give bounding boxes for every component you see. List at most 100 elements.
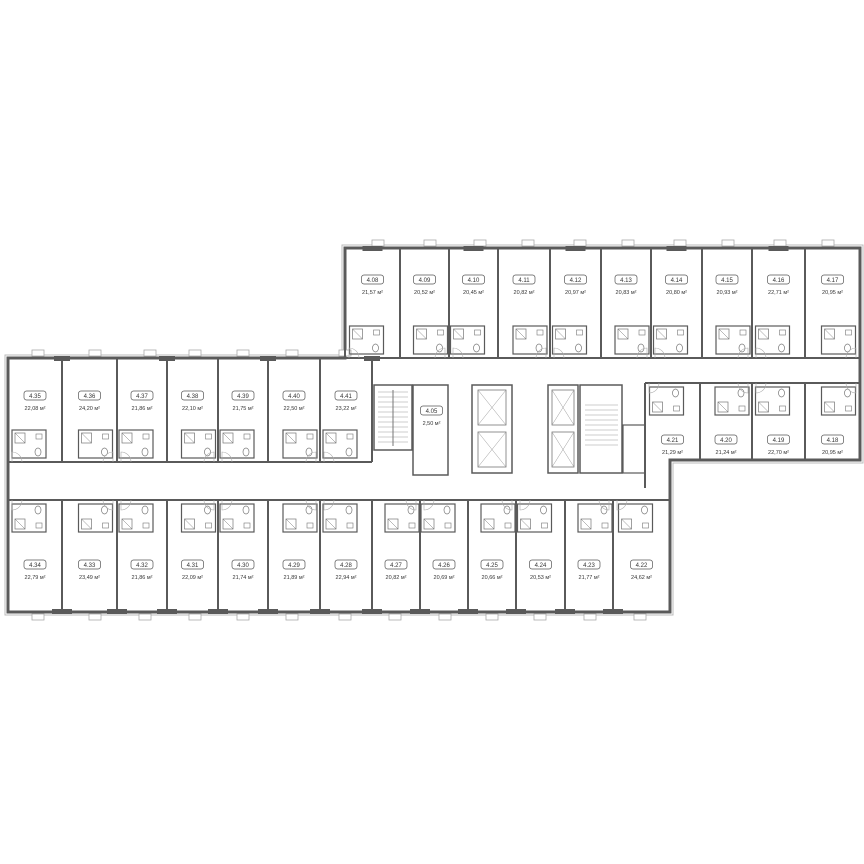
toilet: [443, 505, 451, 515]
room-number: 4.19: [773, 438, 785, 444]
room-4-05: 4.052,50 м²: [420, 405, 443, 427]
shower: [81, 518, 92, 530]
window: [188, 349, 202, 357]
room-area: 20,80 м²: [666, 290, 687, 296]
sink: [437, 329, 444, 336]
door: [120, 499, 132, 511]
door: [535, 347, 547, 359]
sink: [738, 405, 746, 412]
sink: [601, 522, 609, 529]
sink: [243, 522, 251, 529]
toilet: [575, 343, 582, 353]
room-area: 20,95 м²: [822, 450, 843, 456]
shower-drain: [824, 401, 835, 413]
elevator-shaft: [551, 431, 575, 468]
toilet: [305, 505, 313, 515]
room-number-badge: [231, 559, 255, 570]
room-area: 22,50 м²: [284, 406, 305, 412]
bathroom: [118, 429, 154, 459]
sink: [306, 522, 314, 529]
door: [519, 499, 531, 511]
window: [423, 239, 437, 247]
window: [143, 349, 157, 357]
shower-drain: [555, 328, 566, 340]
shower: [222, 518, 234, 530]
shower: [580, 518, 592, 530]
door: [616, 499, 628, 511]
room-number-badge: [767, 434, 790, 445]
elevator-cross: [551, 431, 575, 468]
room-number-badge: [821, 274, 844, 285]
shower: [416, 328, 427, 340]
shower-drain: [121, 518, 133, 530]
toilet: [540, 505, 547, 515]
door: [11, 451, 23, 463]
bathroom: [77, 429, 114, 459]
room-number-badge: [23, 390, 47, 401]
walls: [4, 239, 864, 621]
window: [236, 349, 250, 357]
shower: [325, 432, 337, 444]
bathroom: [648, 386, 685, 416]
bathroom: [412, 325, 449, 355]
facade-line: [4, 244, 864, 616]
wall-pier: [565, 246, 586, 251]
bathroom: [512, 325, 548, 355]
sink: [536, 329, 544, 336]
door: [423, 499, 435, 511]
sink: [638, 329, 646, 336]
shower-drain: [285, 518, 297, 530]
shower: [718, 328, 730, 340]
bathroom: [754, 386, 791, 416]
room-area: 20,95 м²: [822, 290, 843, 296]
room-number-badge: [462, 274, 485, 285]
toilet: [672, 388, 679, 398]
sink: [779, 405, 786, 412]
sink: [541, 522, 548, 529]
room-number-badge: [564, 274, 587, 285]
sink: [408, 522, 416, 529]
room-number-badge: [432, 559, 456, 570]
toilet: [305, 447, 313, 457]
stairwell-left: [373, 384, 413, 451]
room-number-badge: [614, 274, 638, 285]
sink: [142, 433, 150, 440]
shower: [617, 328, 629, 340]
wall-pier: [666, 246, 687, 251]
door: [102, 451, 114, 463]
room-number-badge: [282, 559, 306, 570]
toilet: [101, 505, 108, 515]
shower: [121, 432, 133, 444]
room-number: 4.29: [288, 563, 300, 569]
room-number: 4.21: [667, 438, 679, 444]
shower-drain: [352, 328, 363, 340]
shower-drain: [520, 518, 531, 530]
bathroom: [180, 429, 217, 459]
toilet: [345, 447, 353, 457]
bathroom: [449, 325, 486, 355]
sink: [845, 405, 852, 412]
shower-drain: [423, 518, 435, 530]
bathroom: [219, 429, 255, 459]
toilet: [844, 343, 851, 353]
room-area: 22,10 м²: [182, 406, 203, 412]
room-number-badge: [78, 559, 101, 570]
toilet: [204, 447, 211, 457]
bathroom: [614, 325, 650, 355]
door: [452, 347, 464, 359]
room-number-badge: [661, 434, 684, 445]
window: [236, 613, 250, 621]
room-area: 21,86 м²: [132, 575, 153, 581]
room-number-badge: [181, 559, 204, 570]
